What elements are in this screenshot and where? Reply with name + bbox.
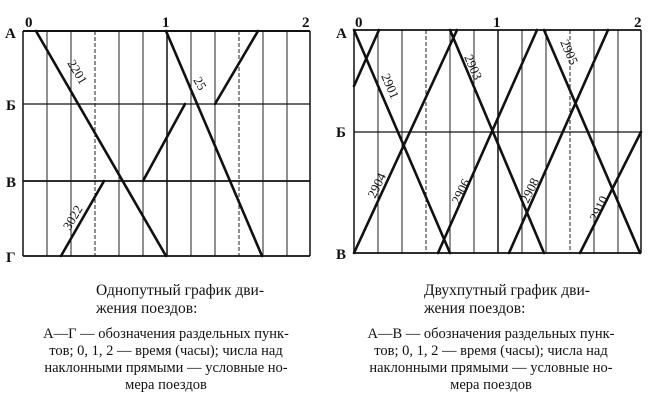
desc-line: тов; 0, 1, 2 — время (часы); числа над <box>49 343 283 359</box>
desc-line: тов; 0, 1, 2 — время (часы); числа над <box>374 343 608 359</box>
svg-text:0: 0 <box>355 15 363 31</box>
train-25-line <box>164 29 264 258</box>
train-2201-line <box>34 29 168 258</box>
train-line-b-v <box>141 102 187 183</box>
train-line-start <box>352 28 381 88</box>
svg-text:Б: Б <box>6 98 16 114</box>
svg-text:2: 2 <box>302 15 310 31</box>
double-track-title: Двухпутный график дви- жения поездов: <box>336 282 646 318</box>
double-track-train-graph: 0 1 2 А Б В 2901 2903 2905 2904 2906 290… <box>336 15 643 263</box>
train-2905-line <box>542 28 642 255</box>
single-track-caption: Однопутный график дви- жения поездов: А—… <box>8 282 324 394</box>
svg-text:В: В <box>336 247 346 263</box>
train-2901-line <box>352 28 452 255</box>
svg-text:2905: 2905 <box>557 37 581 67</box>
desc-line: мера поездов <box>450 377 532 393</box>
title-line: жения поездов: <box>424 300 526 317</box>
station-labels: А Б В Г <box>5 26 16 266</box>
svg-text:2201: 2201 <box>64 57 90 87</box>
train-2904-line <box>352 28 459 255</box>
svg-text:2: 2 <box>634 15 642 31</box>
double-track-description: А—В — обозначения раздельных пунк- тов; … <box>336 326 646 394</box>
train-lines <box>34 29 264 258</box>
svg-text:25: 25 <box>190 74 209 93</box>
train-lines <box>352 28 643 255</box>
train-line-a-b <box>213 29 260 106</box>
desc-line: наклонными прямыми — условные но- <box>369 360 613 376</box>
train-2906-line <box>436 28 539 255</box>
desc-line: мера поездов <box>125 377 207 393</box>
train-2903-line <box>448 28 546 255</box>
svg-text:В: В <box>6 175 16 191</box>
desc-line: наклонными прямыми — условные но- <box>44 360 288 376</box>
desc-line: А—В — обозначения раздельных пунк- <box>367 326 615 342</box>
train-2908-line <box>507 28 610 255</box>
single-track-train-graph: 0 1 2 А Б В Г 2201 25 25 3022 <box>5 15 311 266</box>
station-lines <box>354 29 641 254</box>
svg-text:Б: Б <box>336 125 346 141</box>
train-numbers: 2901 2903 2905 2904 2906 2908 2910 <box>364 37 611 223</box>
svg-text:2908: 2908 <box>517 175 542 205</box>
svg-text:Г: Г <box>6 250 16 266</box>
svg-text:0: 0 <box>25 15 33 31</box>
double-track-caption: Двухпутный график дви- жения поездов: А—… <box>336 282 646 394</box>
station-labels: А Б В <box>336 26 347 263</box>
svg-text:1: 1 <box>493 15 501 31</box>
train-3022-line <box>59 179 106 258</box>
svg-text:А: А <box>5 26 16 42</box>
single-track-title: Однопутный график дви- жения поездов: <box>8 282 324 318</box>
desc-line: А—Г — обозначения раздельных пунк- <box>43 326 289 342</box>
title-line: Двухпутный график дви- <box>424 282 590 299</box>
svg-text:А: А <box>336 26 347 42</box>
svg-text:1: 1 <box>162 15 170 31</box>
title-line: Однопутный график дви- <box>96 282 265 299</box>
title-line: жения поездов: <box>96 300 198 317</box>
time-ticks: 0 1 2 <box>355 15 642 31</box>
hour-lines <box>22 31 311 256</box>
train-2910-line <box>578 130 643 255</box>
time-ticks: 0 1 2 <box>25 15 310 31</box>
single-track-description: А—Г — обозначения раздельных пунк- тов; … <box>8 326 324 394</box>
